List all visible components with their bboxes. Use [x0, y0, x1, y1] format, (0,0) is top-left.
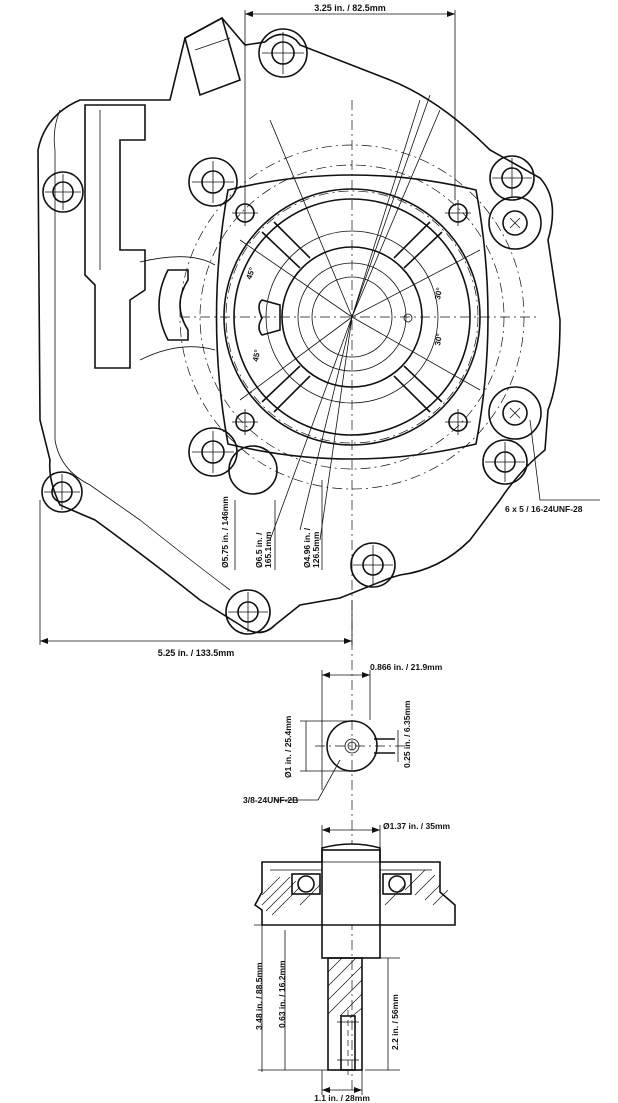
- boss-dia-label: Ø1.37 in. / 35mm: [383, 821, 451, 831]
- dia-65-label: Ø6.5 in. /: [254, 532, 264, 568]
- shaft-end-view: 0.866 in. / 21.9mm Ø1 in. / 25.4mm 0.25 …: [243, 662, 443, 805]
- dia-65-mm-label: 165.1mm: [263, 531, 273, 568]
- mounting-flange: [215, 174, 489, 460]
- angle-30-lower: 30°: [433, 333, 444, 346]
- bearing-right: [388, 875, 406, 893]
- key-width-label: 0.25 in. / 6.35mm: [402, 700, 412, 768]
- key-offset-label: 0.866 in. / 21.9mm: [370, 662, 443, 672]
- shaft-dia-label: Ø1 in. / 25.4mm: [283, 715, 293, 778]
- flange-bolt-holes: [232, 200, 471, 435]
- angle-30-upper: 30°: [433, 287, 444, 300]
- angle-45-lower: 45°: [251, 349, 262, 362]
- shaft-length-label: 3.48 in. / 88.5mm: [254, 962, 264, 1030]
- intake-channel: [84, 104, 146, 369]
- angle-45-upper: 45°: [244, 266, 257, 280]
- dia-496-mm-label: 126.5mm: [311, 531, 321, 568]
- flange-offset-label: 0.63 in. / 16.2mm: [277, 960, 287, 1028]
- dia-575-label: Ø5.75 in. / 146mm: [220, 496, 230, 568]
- base-width-label: 1.1 in. / 28mm: [314, 1093, 370, 1103]
- thread-label: 3/8-24UNF-2B: [243, 795, 298, 805]
- shaft-section-view: Ø1.37 in. / 35mm 3.48 in. / 88.5mm 0.63 …: [253, 821, 456, 1103]
- crankcase-face-view: 3.25 in. / 82.5mm 5.25 in. / 133.5mm 45°…: [37, 3, 600, 1090]
- dia-496-label: Ø4.96 in. /: [302, 527, 312, 568]
- top-width-dimension: 3.25 in. / 82.5mm: [314, 3, 386, 13]
- bolt-pattern-label: 6 x 5 / 16-24UNF-28: [505, 504, 583, 514]
- bottom-width-dimension: 5.25 in. / 133.5mm: [158, 648, 235, 658]
- output-shaft-hatch: [327, 957, 363, 1019]
- key-length-label: 2.2 in. / 56mm: [390, 994, 400, 1050]
- outer-mounting-bosses: [41, 28, 542, 635]
- bearing-left: [297, 875, 315, 893]
- output-shaft: [327, 957, 363, 1071]
- flange-housing: [253, 843, 456, 926]
